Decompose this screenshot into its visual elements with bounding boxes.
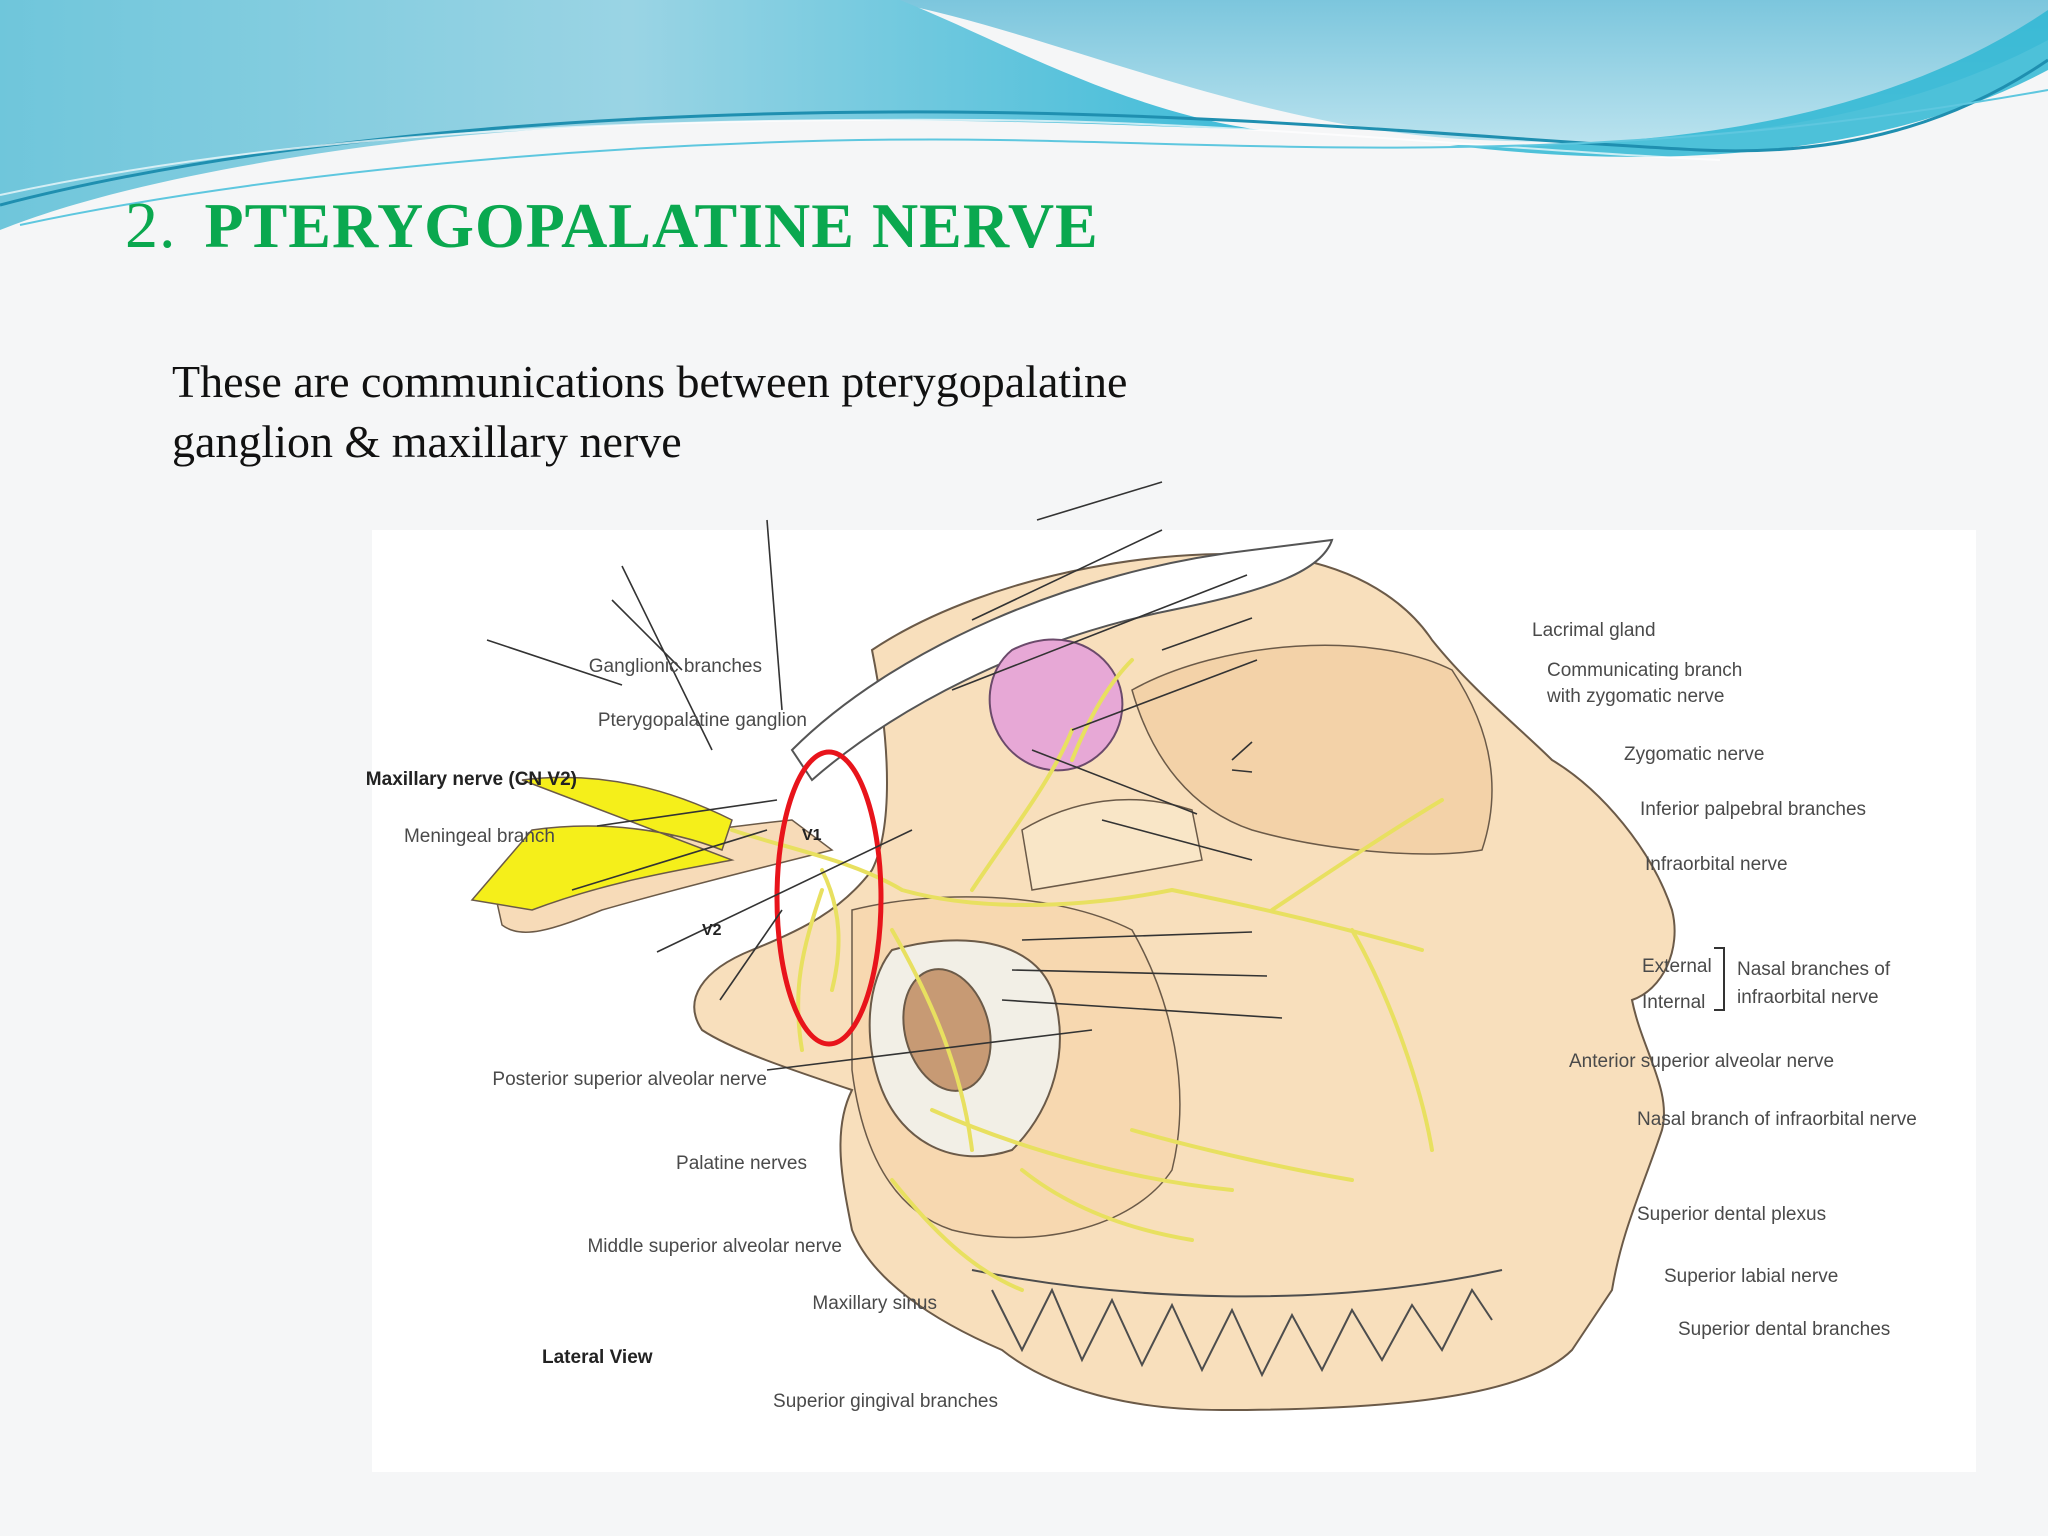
label-maxillary-nerve: Maxillary nerve (CN V2) (366, 769, 577, 790)
label-palatine-nerves: Palatine nerves (676, 1153, 807, 1174)
label-ganglionic-branches: Ganglionic branches (589, 656, 762, 677)
teeth-row (991, 1287, 1493, 1378)
label-superior-gingival-branches: Superior gingival branches (773, 1391, 998, 1412)
label-inferior-palpebral-branches: Inferior palpebral branches (1640, 799, 1866, 820)
label-middle-superior-alveolar-nerve: Middle superior alveolar nerve (587, 1236, 842, 1257)
maxillary-sinus (902, 968, 992, 1092)
label-maxillary-sinus: Maxillary sinus (812, 1293, 937, 1314)
cranial-bone-strip (790, 538, 1334, 782)
label-nasal-branches-1: Nasal branches of (1737, 959, 1891, 980)
label-pterygopalatine-ganglion: Pterygopalatine ganglion (598, 710, 807, 731)
zygomatic-bone (1021, 798, 1203, 891)
orbit-region (1131, 644, 1493, 855)
label-lacrimal-gland: Lacrimal gland (1532, 620, 1656, 641)
maxillary-nerve-diagram: Ganglionic branches Pterygopalatine gang… (366, 481, 1976, 1472)
label-meningeal-branch: Meningeal branch (404, 826, 555, 847)
body-line-2: ganglion & maxillary nerve (172, 416, 682, 467)
maxillary-nerve-trunk (470, 776, 735, 911)
label-v2: V2 (702, 922, 722, 939)
slide-title: 2. PTERYGOPALATINE NERVE (125, 188, 1099, 264)
label-anterior-superior-alveolar-nerve: Anterior superior alveolar nerve (1569, 1051, 1834, 1072)
nasal-branches-bracket (1714, 947, 1725, 1011)
label-nasal-branches-2: infraorbital nerve (1737, 987, 1879, 1008)
label-communicating-branch-1: Communicating branch (1547, 660, 1742, 681)
label-posterior-superior-alveolar-nerve: Posterior superior alveolar nerve (492, 1069, 767, 1090)
lacrimal-gland (988, 638, 1124, 772)
slide-number: 2. (125, 189, 177, 262)
slide-title-text: PTERYGOPALATINE NERVE (204, 190, 1099, 261)
label-infraorbital-nerve: Infraorbital nerve (1645, 854, 1788, 875)
slide-body: These are communications between pterygo… (172, 352, 1472, 472)
label-nasal-branch-infraorbital: Nasal branch of infraorbital nerve (1637, 1109, 1917, 1130)
label-zygomatic-nerve: Zygomatic nerve (1624, 744, 1764, 765)
label-superior-dental-plexus: Superior dental plexus (1637, 1204, 1826, 1225)
header-wave-decoration (0, 0, 2048, 230)
label-communicating-branch-2: with zygomatic nerve (1546, 686, 1724, 707)
label-superior-dental-branches: Superior dental branches (1678, 1319, 1890, 1340)
label-superior-labial-nerve: Superior labial nerve (1664, 1266, 1838, 1287)
highlight-circle (774, 749, 884, 1047)
nerve-branches (730, 658, 1444, 1292)
label-external: External (1642, 956, 1712, 977)
label-internal: Internal (1642, 992, 1705, 1013)
teeth-base (971, 1269, 1503, 1298)
leader-lines (486, 481, 1283, 1071)
label-lateral-view: Lateral View (542, 1347, 653, 1368)
body-line-1: These are communications between pterygo… (172, 356, 1128, 407)
label-v1: V1 (802, 827, 822, 844)
